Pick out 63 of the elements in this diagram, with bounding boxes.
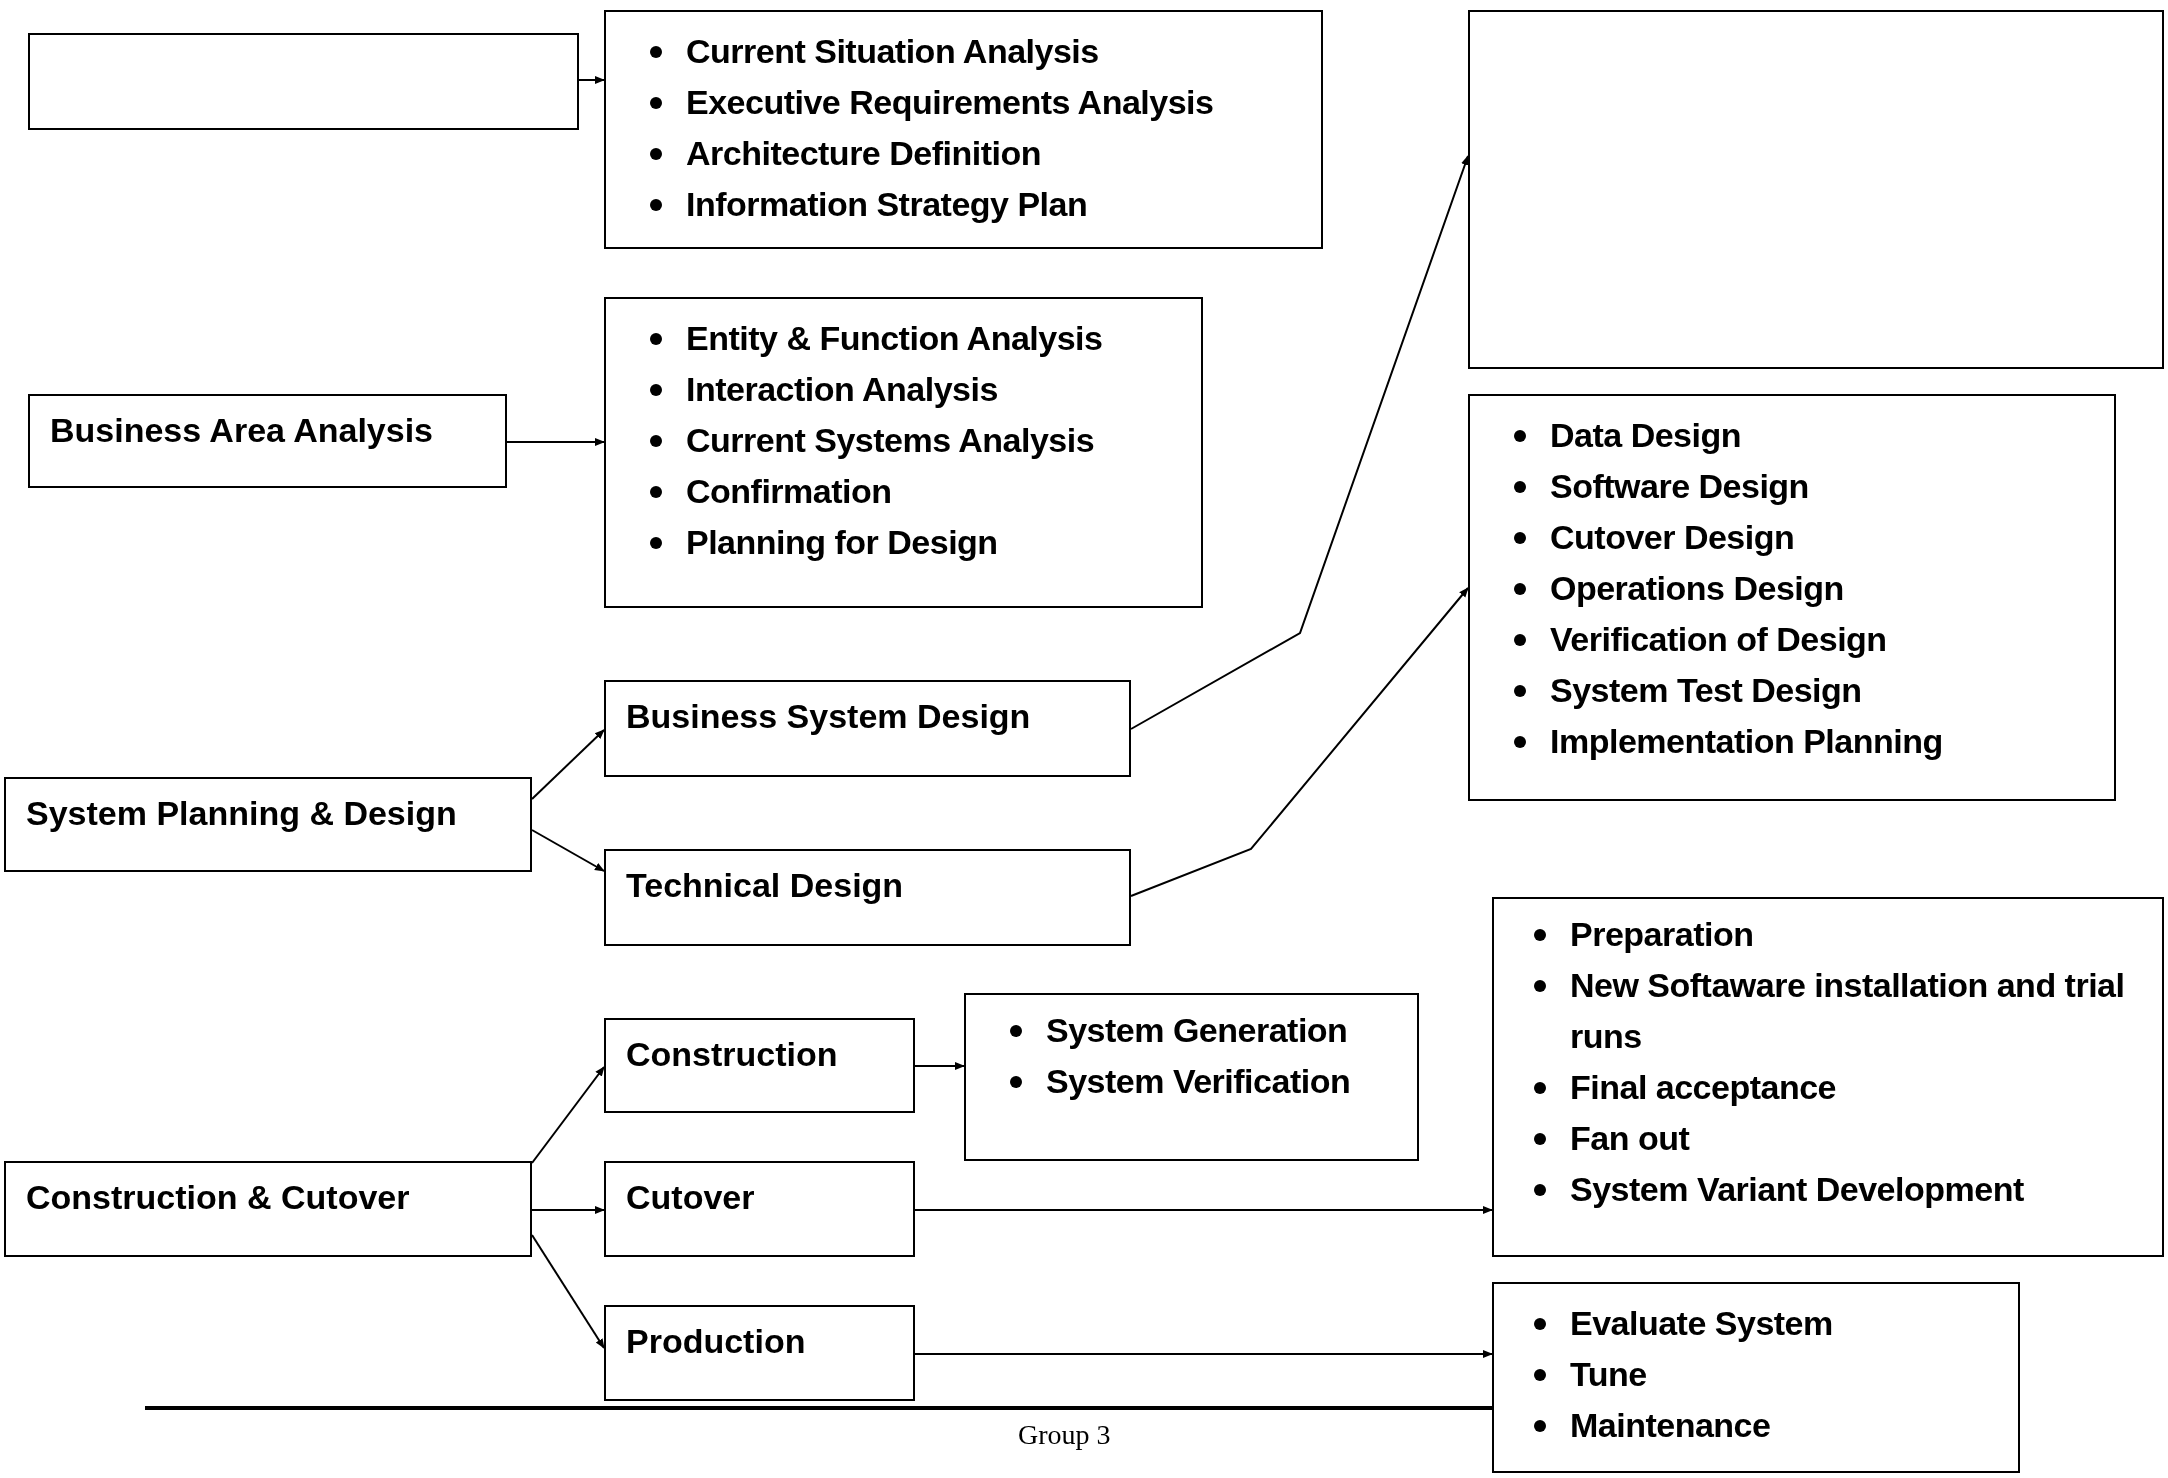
list-item: Current Systems Analysis	[686, 420, 1096, 461]
list-item: Final acceptance	[1570, 1067, 1837, 1108]
empty-box	[28, 33, 579, 130]
list-item: System Verification	[1046, 1061, 1352, 1102]
list-item: Current Situation Analysis	[686, 31, 1100, 72]
task-list-box	[1492, 897, 2164, 1257]
process-box	[28, 394, 507, 488]
arrow	[531, 1066, 605, 1164]
list-item: System Test Design	[1550, 670, 1863, 711]
arrow	[531, 829, 605, 872]
box-title: Construction	[626, 1035, 838, 1073]
box-title: Production	[626, 1322, 806, 1360]
arrow	[578, 76, 605, 84]
list-item: Implementation Planning	[1550, 721, 1944, 762]
task-list-box	[604, 297, 1203, 608]
list-item: Maintenance	[1570, 1405, 1772, 1446]
list-item: Fan out	[1570, 1118, 1691, 1159]
box-title: System Planning & Design	[26, 794, 457, 832]
list-item: Tune	[1570, 1354, 1648, 1395]
box-title: Technical Design	[626, 866, 904, 904]
process-box	[4, 777, 532, 872]
list-item: System Generation	[1046, 1010, 1349, 1051]
arrow	[506, 438, 605, 446]
box-title: Business Area Analysis	[50, 411, 433, 449]
list-item: Entity & Function Analysis	[686, 318, 1104, 359]
arrow	[1130, 587, 1469, 897]
arrow	[914, 1206, 1493, 1214]
empty-box	[1468, 10, 2164, 369]
task-list-box	[604, 10, 1323, 249]
list-item: Architecture Definition	[686, 133, 1042, 174]
box-title: Cutover	[626, 1178, 755, 1216]
box-title: Construction & Cutover	[26, 1178, 410, 1216]
arrow	[531, 1234, 605, 1349]
process-box	[604, 1018, 915, 1113]
process-box	[604, 1305, 915, 1401]
task-list-box	[1492, 1282, 2020, 1473]
list-item: Interaction Analysis	[686, 369, 999, 410]
list-item: Information Strategy Plan	[686, 184, 1089, 225]
arrow	[914, 1350, 1493, 1358]
list-item: Software Design	[1550, 466, 1810, 507]
process-box	[604, 849, 1131, 946]
list-item: Operations Design	[1550, 568, 1845, 609]
arrow	[531, 1206, 605, 1214]
arrow	[531, 729, 605, 800]
list-item: Preparation	[1570, 914, 1755, 955]
arrow	[1130, 155, 1469, 730]
list-item: System Variant Development	[1570, 1169, 2025, 1210]
list-item: Verification of Design	[1550, 619, 1888, 660]
footer-text: Group 3	[1018, 1418, 1111, 1452]
box-title: Business System Design	[626, 697, 1031, 735]
list-item: Cutover Design	[1550, 517, 1796, 558]
list-item: Executive Requirements Analysis	[686, 82, 1215, 123]
list-item: Data Design	[1550, 415, 1742, 456]
task-list-box	[964, 993, 1419, 1161]
list-item: New Softaware installation and trial runs	[1570, 965, 2126, 1057]
process-box	[4, 1161, 532, 1257]
task-list-box	[1468, 394, 2116, 801]
list-item: Planning for Design	[686, 522, 999, 563]
process-box	[604, 1161, 915, 1257]
process-box	[604, 680, 1131, 777]
list-item: Evaluate System	[1570, 1303, 1834, 1344]
arrow	[914, 1062, 965, 1070]
list-item: Confirmation	[686, 471, 893, 512]
